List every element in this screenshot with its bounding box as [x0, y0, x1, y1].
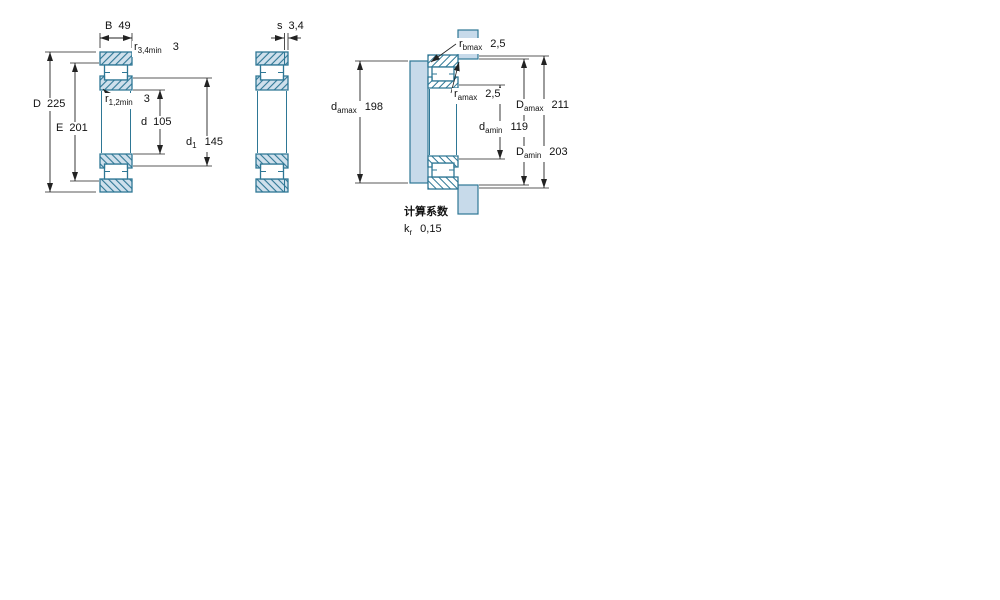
left-upper-section — [99, 51, 133, 91]
middle-figure — [255, 32, 301, 193]
shaft-shoulder — [409, 60, 429, 184]
middle-dimension-lines — [271, 32, 301, 50]
left-figure — [45, 33, 212, 193]
housing-shoulder-bottom — [457, 184, 479, 215]
middle-lower-section — [255, 153, 289, 193]
right-lower-section — [427, 155, 459, 190]
calculation-factors-title: 计算系数 — [402, 206, 450, 219]
middle-bore-silhouette — [257, 91, 287, 153]
left-lower-section — [99, 153, 133, 193]
middle-upper-section — [255, 51, 289, 91]
